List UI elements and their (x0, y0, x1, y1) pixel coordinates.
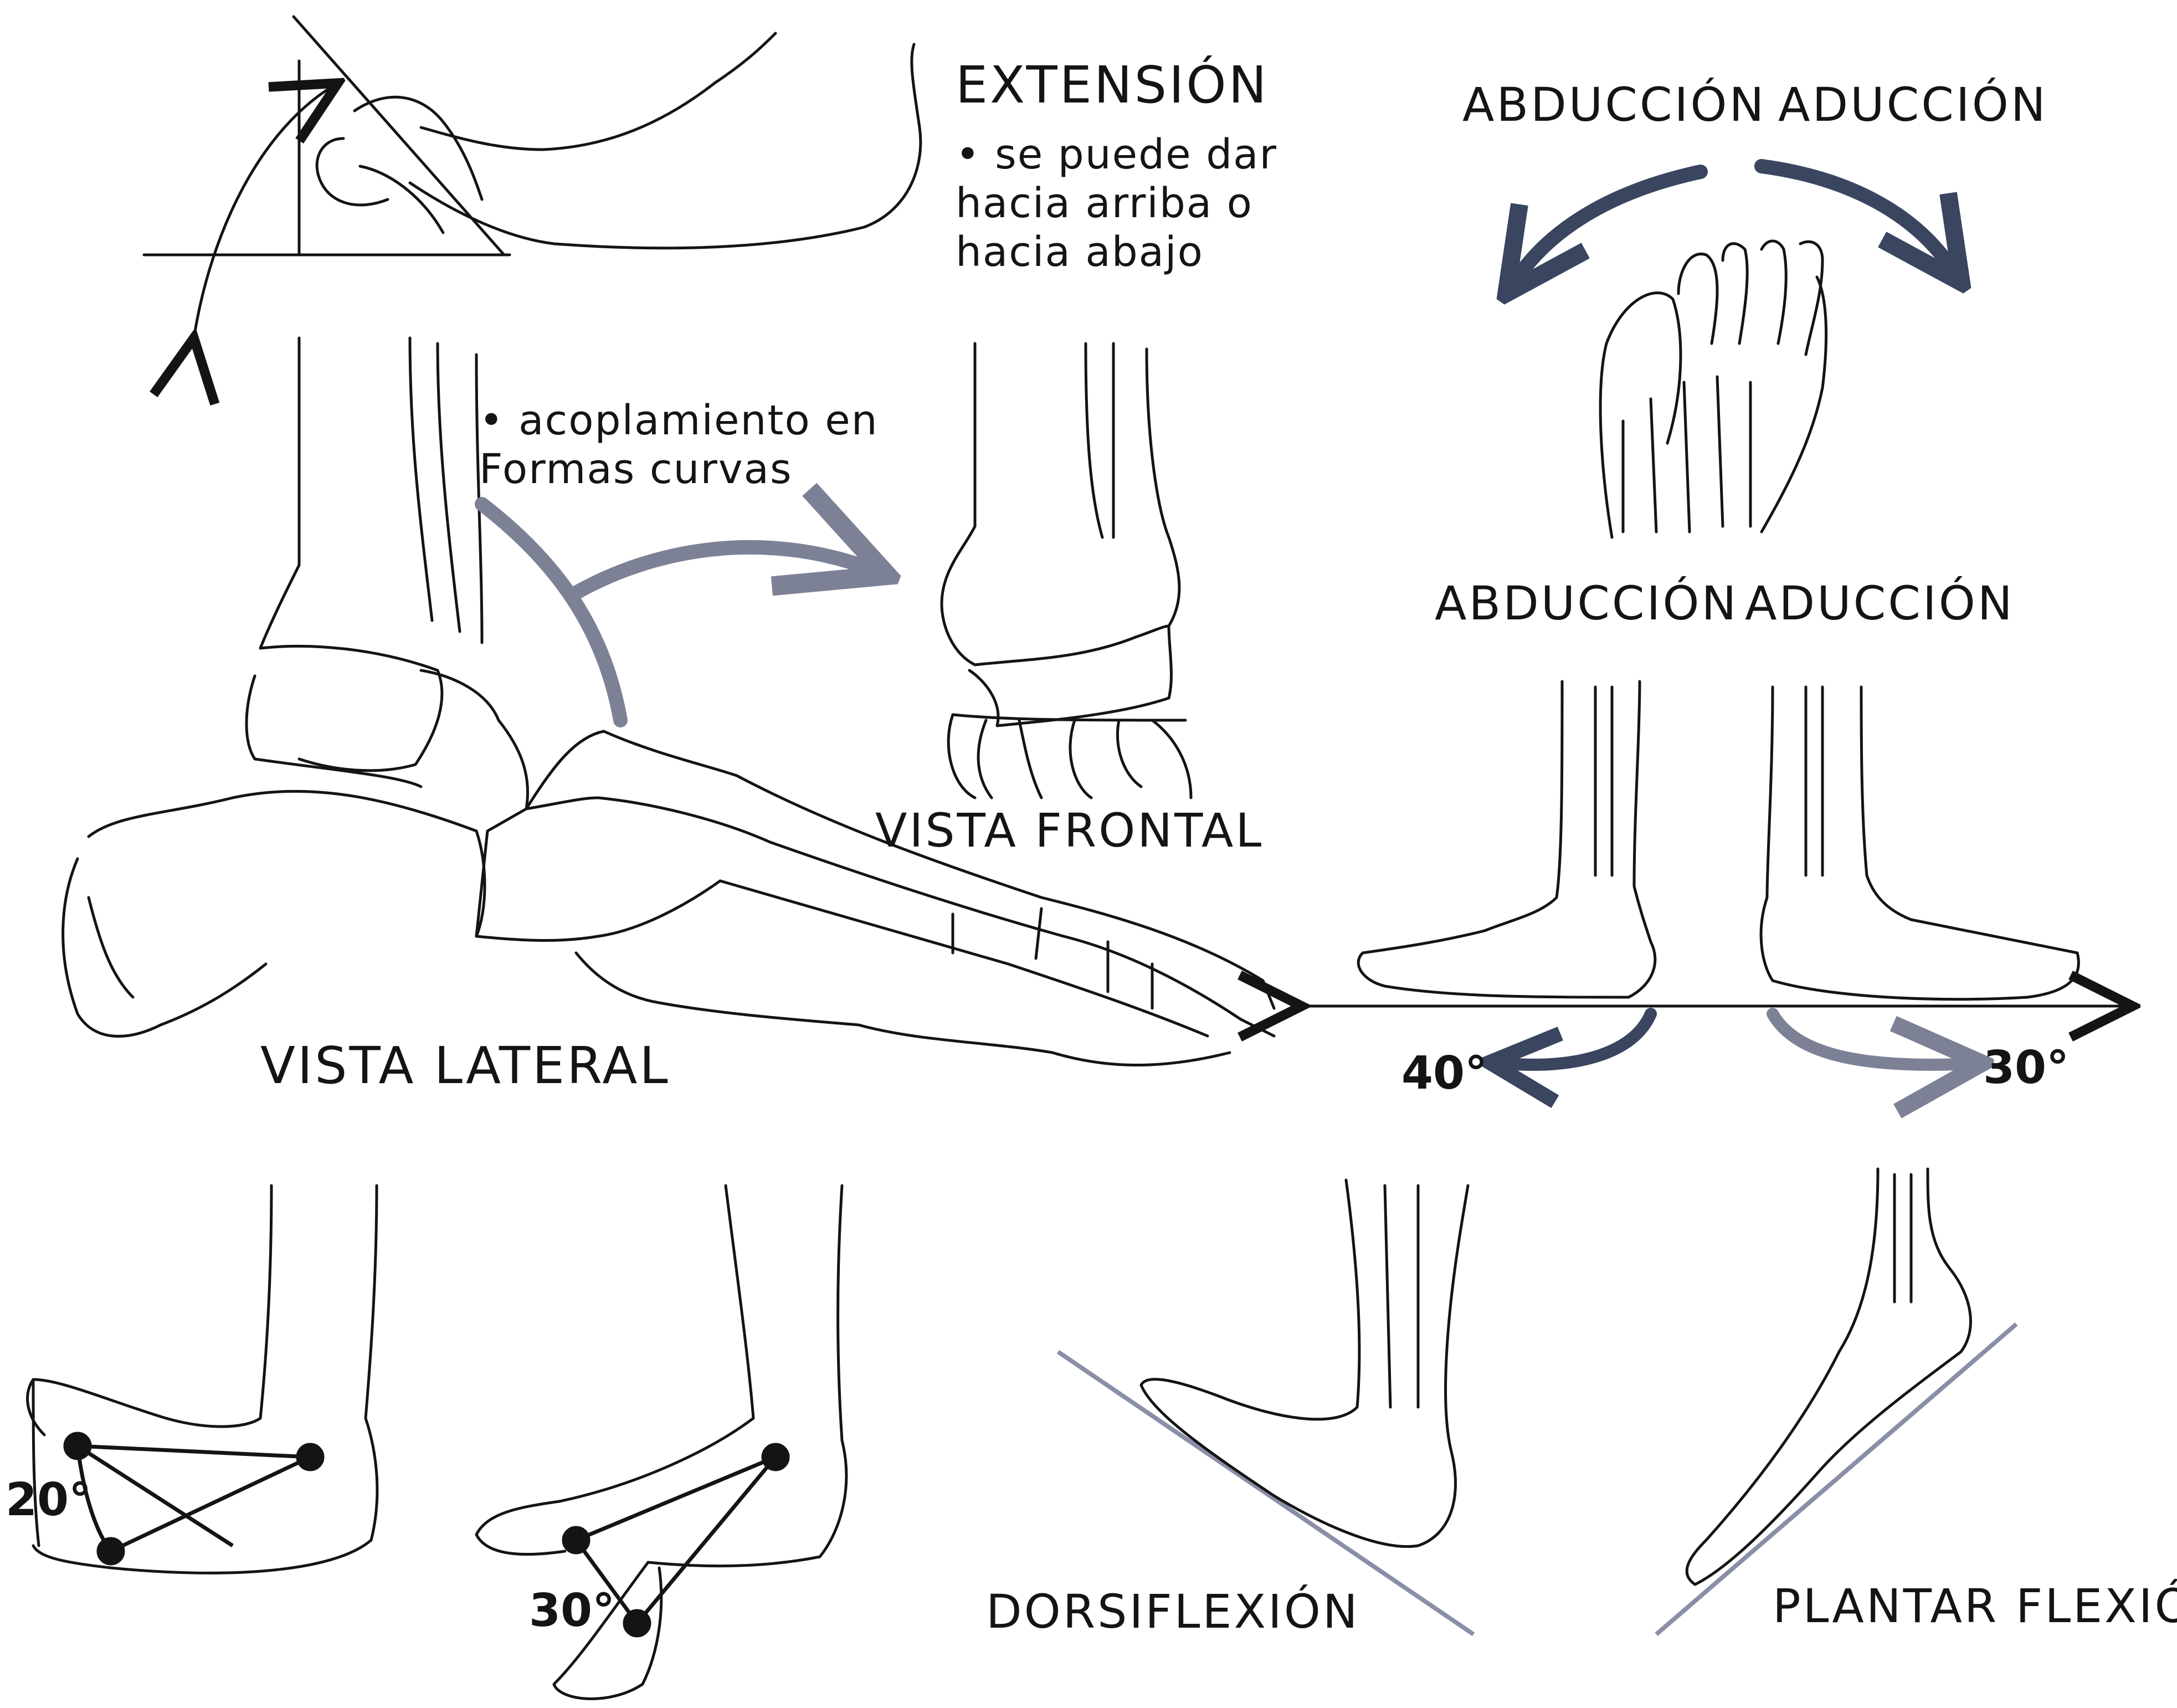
extension-note: • se puede dar hacia arriba o hacia abaj… (956, 130, 1277, 276)
aduccion-top-label: ADUCCIÓN (1778, 78, 2048, 132)
extension-sketch (144, 17, 921, 338)
extension-title: EXTENSIÓN (956, 55, 1269, 115)
plantar-flexion-label: PLANTAR FLEXIÓN (1773, 1579, 2177, 1633)
forefoot-skeleton (1600, 241, 1826, 537)
vista-frontal-label: VISTA FRONTAL (875, 803, 1264, 858)
inversion-arrow (1773, 1014, 1972, 1065)
feet-on-plane (1358, 681, 2078, 999)
coupling-arrow (482, 504, 875, 720)
dorsiflexion-label: DORSIFLEXIÓN (986, 1584, 1360, 1639)
coupling-note: • acoplamiento en Formas curvas (479, 396, 879, 494)
angle-30-right-label: 30° (1983, 1042, 2069, 1094)
eversion-arrow (1507, 1014, 1651, 1065)
aduccion-mid-label: ADUCCIÓN (1745, 576, 2015, 630)
angle-20-label: 20° (6, 1474, 91, 1526)
angle-20-marker (65, 1434, 322, 1563)
abduction-arrow-top (1518, 172, 1701, 277)
adduction-arrow-top (1762, 166, 1950, 266)
dorsiflexion-foot (1141, 1180, 1468, 1547)
abduccion-top-label: ABDUCCIÓN (1462, 78, 1766, 132)
plantar-flexion-foot (1687, 1169, 1970, 1584)
frontal-view-skeleton (942, 343, 1191, 798)
angle-40-label: 40° (1401, 1047, 1487, 1100)
abduccion-mid-label: ABDUCCIÓN (1435, 576, 1738, 630)
vista-lateral-label: VISTA LATERAL (260, 1036, 670, 1095)
angle-30-bottom-label: 30° (529, 1584, 615, 1637)
